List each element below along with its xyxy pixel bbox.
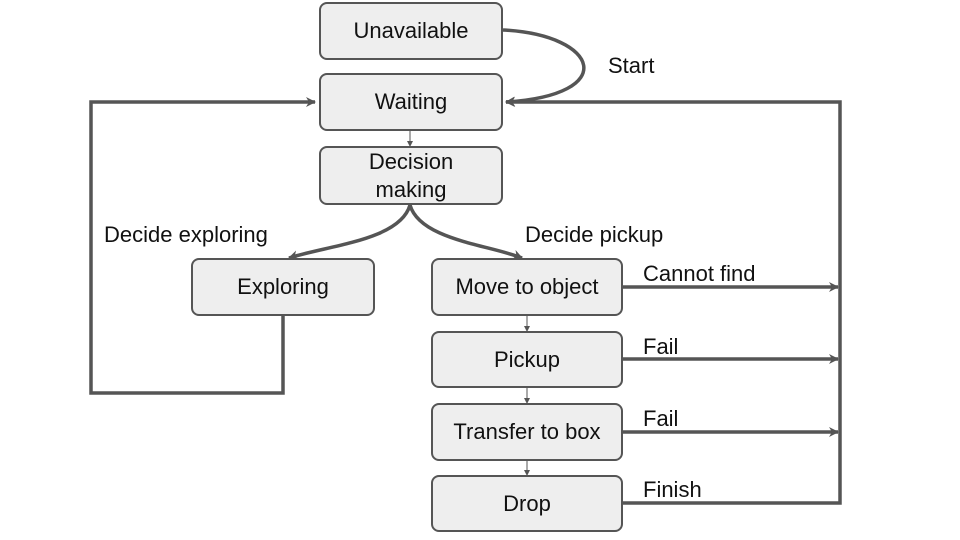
edge-label-start: Start <box>608 53 655 78</box>
node-transfer-to-box-label: Transfer to box <box>453 419 601 444</box>
edge-label-cannot-find: Cannot find <box>643 261 756 286</box>
edge-label-decide-pickup: Decide pickup <box>525 222 664 247</box>
node-exploring-label: Exploring <box>237 274 329 299</box>
edge-decide-exploring <box>288 204 412 261</box>
node-waiting-label: Waiting <box>374 89 448 114</box>
node-pickup: Pickup <box>431 331 623 388</box>
node-decision-making: Decision making <box>319 146 503 205</box>
node-unavailable-label: Unavailable <box>353 18 469 43</box>
node-exploring: Exploring <box>191 258 375 316</box>
edge-label-decide-exploring: Decide exploring <box>104 222 268 247</box>
node-unavailable: Unavailable <box>319 2 503 60</box>
node-drop: Drop <box>431 475 623 532</box>
node-decision-label-line2: making <box>375 176 447 202</box>
edge-label-fail-transfer: Fail <box>643 406 679 431</box>
edge-decide-pickup <box>408 204 523 260</box>
node-waiting: Waiting <box>319 73 503 131</box>
edge-exploring-loop <box>89 97 316 395</box>
node-pickup-label: Pickup <box>493 346 561 372</box>
node-move-to-object-label: Move to object <box>455 274 599 299</box>
edge-label-fail-pickup: Fail <box>643 334 679 359</box>
node-move-to-object: Move to object <box>431 258 623 316</box>
edge-label-finish: Finish <box>643 477 702 502</box>
edge-finish-loop <box>505 97 842 505</box>
node-decision-label-line1: Decision <box>368 148 454 174</box>
node-drop-label: Drop <box>503 490 551 516</box>
edge-start <box>502 28 586 107</box>
node-transfer-to-box: Transfer to box <box>431 403 623 461</box>
